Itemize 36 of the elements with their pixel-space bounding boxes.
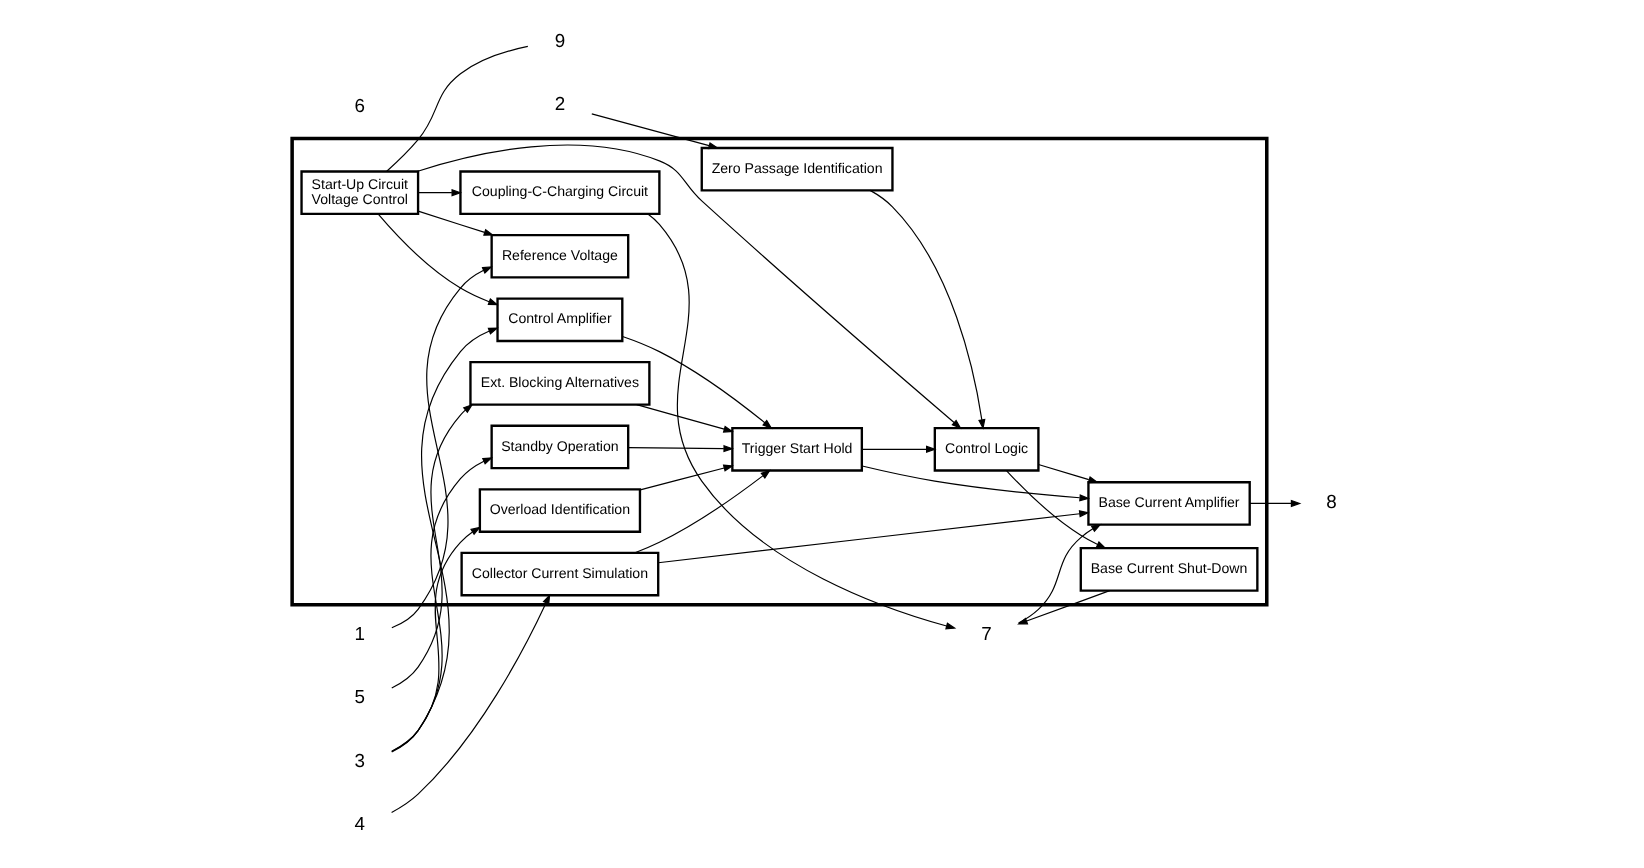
arrow	[416, 188, 462, 197]
node-text: 7	[980, 621, 991, 644]
label: 6	[353, 94, 365, 117]
arrow	[635, 404, 733, 433]
arrow	[1016, 590, 1110, 625]
arrow	[390, 457, 493, 753]
arrow	[415, 144, 961, 430]
node-text: 8	[1325, 489, 1336, 512]
node-text: 4	[353, 812, 365, 835]
node-text: 1	[353, 621, 365, 644]
node-text: 9	[553, 28, 565, 51]
arrow	[638, 464, 733, 491]
arrow	[646, 213, 956, 630]
arrow	[1005, 470, 1106, 549]
arrow	[1248, 499, 1301, 508]
node-text: 3	[353, 748, 365, 771]
arrow	[376, 213, 498, 306]
connector	[385, 45, 528, 172]
node-text: 2	[553, 92, 565, 115]
arrow	[860, 465, 1090, 502]
arrow	[1036, 463, 1098, 484]
arrow	[390, 266, 492, 629]
arrow	[868, 189, 985, 430]
arrow	[633, 469, 771, 554]
arrow	[590, 113, 718, 150]
arrow	[626, 444, 734, 453]
arrow	[656, 510, 1089, 564]
arrow	[620, 335, 772, 430]
arrow	[1016, 523, 1101, 624]
arrow	[860, 445, 936, 454]
arrow	[390, 593, 550, 814]
arrow	[416, 210, 494, 236]
arrow	[390, 526, 481, 752]
arrow	[390, 327, 498, 753]
arrow	[390, 403, 473, 689]
node-text: 5	[353, 685, 365, 708]
